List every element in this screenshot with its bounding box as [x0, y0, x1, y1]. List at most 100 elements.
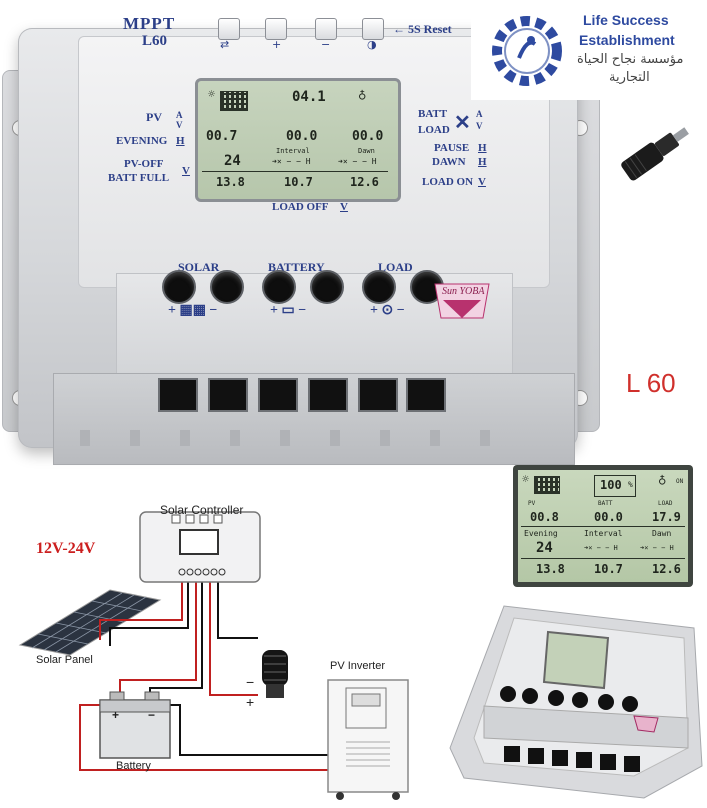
cfl-bulb-image — [262, 650, 288, 698]
battery-negative-terminal — [310, 270, 344, 304]
heatsink-fin — [330, 430, 340, 446]
lcd-closeup-load: LOAD — [658, 500, 673, 507]
lcd-closeup-interval: Interval — [584, 529, 623, 538]
lcd-closeup: ☼ 100 % ♁ ON PV BATT LOAD 00.8 00.0 17.9… — [513, 465, 693, 587]
inverter-label: PV Inverter — [330, 660, 386, 672]
lcd-closeup-on: ON — [676, 478, 684, 485]
bulb-plus-label: + — [246, 694, 255, 710]
loadon-label: LOAD ON — [422, 176, 474, 188]
pause-unit: H — [478, 142, 487, 154]
lcd-batt-value: 04.1 — [292, 89, 326, 105]
small-controller-image — [139, 511, 261, 583]
minus-key-button[interactable] — [315, 18, 337, 40]
heatsink-fin — [130, 430, 140, 446]
lcd-closeup-pv-val: 00.8 — [530, 510, 559, 524]
lcd-closeup-row3: 12.6 — [652, 562, 681, 576]
light-key-symbol: ◑ — [367, 38, 377, 51]
company-logo: Life Success Establishment مؤسسة نجاح ال… — [471, 0, 707, 100]
model-caption: L 60 — [626, 368, 676, 398]
loadon-unit: V — [478, 176, 486, 188]
dawn-label: DAWN — [432, 156, 466, 168]
lcd-row-pv: 13.8 — [216, 175, 245, 189]
solar-positive-terminal — [162, 270, 196, 304]
loadoff-unit: V — [340, 201, 348, 213]
lcd-closeup-battery-icon — [594, 475, 636, 497]
lcd-interval-label: Interval — [276, 147, 310, 155]
heatsink-fin — [80, 430, 90, 446]
lcd-pv-value: 00.7 — [206, 129, 238, 144]
lcd-load-value-top: 00.0 — [286, 129, 318, 144]
pvoff-unit: V — [182, 165, 190, 177]
wiring-diagram: Solar Controller 12V-24V Solar Panel Bat… — [0, 470, 440, 808]
lcd-sun-icon: ☼ — [208, 87, 216, 101]
battery-positive-terminal — [262, 270, 296, 304]
lcd-divider — [202, 171, 388, 172]
lcd-solar-icon — [220, 91, 248, 111]
lcd-closeup-pct-unit: % — [628, 480, 633, 489]
lcd-closeup-bulb-icon: ♁ — [658, 472, 667, 488]
wiring-lines — [18, 511, 409, 800]
evening-unit: H — [176, 135, 185, 147]
lcd-closeup-dawn-arrows: ➜× − − H — [640, 544, 674, 552]
heatsink-fin — [480, 430, 490, 446]
solar-panel-label: Solar Panel — [36, 654, 93, 666]
brand-logo — [434, 283, 490, 319]
solar-negative-terminal — [210, 270, 244, 304]
lcd-display: ☼ 04.1 ♁ 00.7 00.0 00.0 Interval Dawn 24… — [195, 78, 401, 202]
lcd-closeup-divider-2 — [521, 558, 685, 559]
heatsink-fin — [280, 430, 290, 446]
pv-units: A V — [176, 110, 183, 130]
lcd-closeup-row1: 13.8 — [536, 562, 565, 576]
lcd-closeup-row2: 10.7 — [594, 562, 623, 576]
voltage-label: 12V-24V — [36, 540, 96, 557]
batt-load-units: A V — [476, 109, 483, 131]
dawn-unit: H — [478, 156, 487, 168]
lcd-dawn-arrows: ➜× − − H — [338, 157, 377, 166]
solar-terminal-label: SOLAR — [178, 260, 220, 274]
solar-panel-image — [18, 589, 162, 656]
lcd-closeup-pv: PV — [528, 500, 536, 507]
lcd-closeup-divider — [521, 526, 685, 527]
batt-label: BATT — [418, 108, 448, 120]
lcd-closeup-screen: ☼ 100 % ♁ ON PV BATT LOAD 00.8 00.0 17.9… — [518, 470, 688, 582]
menu-key-button[interactable] — [218, 18, 240, 40]
plus-key-button[interactable] — [265, 18, 287, 40]
menu-key-symbol: ⇄ — [220, 38, 230, 51]
lcd-load-value: 00.0 — [352, 129, 384, 144]
lcd-closeup-hours: 24 — [536, 540, 553, 556]
lcd-hours-value: 24 — [224, 153, 241, 169]
battery-plus-label: + — [112, 708, 120, 722]
vent-port-3 — [258, 378, 298, 412]
lcd-closeup-sun-icon: ☼ — [522, 472, 530, 486]
battery-image — [99, 691, 171, 759]
battery-minus-label: − — [148, 708, 156, 722]
evening-label: EVENING — [116, 135, 168, 147]
light-key-button[interactable] — [362, 18, 384, 40]
logo-line-2: Establishment — [579, 32, 675, 48]
model-number: L60 — [142, 33, 168, 49]
heatsink-fin — [180, 430, 190, 446]
controller-label: Solar Controller — [160, 503, 244, 517]
battfull-label: BATT FULL — [108, 172, 170, 184]
logo-arabic-1: مؤسسة نجاح الحياة — [577, 52, 684, 67]
lcd-closeup-evening: Evening — [524, 529, 558, 538]
lcd-row-load-on: 12.6 — [350, 175, 379, 189]
lcd-bulb-icon: ♁ — [358, 87, 367, 103]
lcd-interval-arrows: ➜× − − H — [272, 157, 311, 166]
lcd-closeup-solar-icon — [534, 476, 560, 494]
vent-port-5 — [358, 378, 398, 412]
brand-text: Sun YOBA — [442, 286, 485, 297]
minus-key-symbol: − — [321, 38, 331, 51]
heatsink-fin — [380, 430, 390, 446]
vent-port-2 — [208, 378, 248, 412]
vent-port-4 — [308, 378, 348, 412]
batt-load-cross-icon: ✕ — [454, 112, 471, 134]
load-terminal-label: LOAD — [378, 260, 413, 274]
heatsink-fin — [230, 430, 240, 446]
pause-label: PAUSE — [434, 142, 470, 154]
model-name: MPPT — [123, 14, 176, 33]
vent-port-1 — [158, 378, 198, 412]
lcd-dawn-label: Dawn — [358, 147, 375, 155]
pvoff-label: PV-OFF — [124, 158, 164, 170]
battery-polarity: + ▭ − — [270, 303, 307, 318]
